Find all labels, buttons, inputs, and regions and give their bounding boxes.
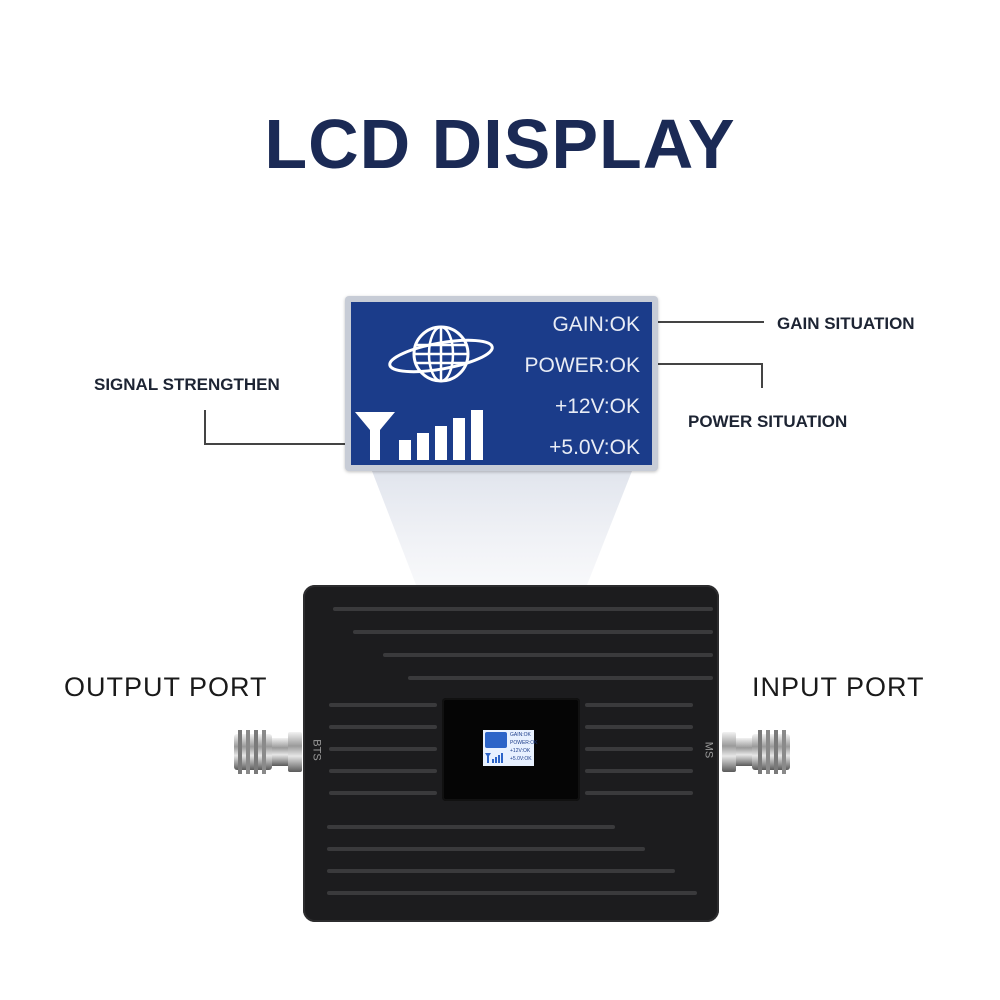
signal-strengthen-label: SIGNAL STRENGTHEN [94,375,280,394]
globe-icon [388,325,494,383]
input-port-label: INPUT PORT [752,672,925,702]
lcd-power-status: POWER:OK [524,354,640,377]
lcd-panel-screen: GAIN:OK POWER:OK +12V:OK +5.0V:OK [351,302,652,465]
output-port-label: OUTPUT PORT [64,672,268,702]
device-lcd-power: POWER:OK [510,740,538,746]
device-lcd-signal-icon [485,753,503,763]
ms-label: MS [702,741,715,759]
gain-situation-label: GAIN SITUATION [777,314,915,333]
device-lcd-globe-icon [485,732,507,748]
device-lcd-gain: GAIN:OK [510,732,531,738]
light-beam [372,471,632,590]
power-situation-label: POWER SITUATION [688,412,848,431]
lcd-gain-status: GAIN:OK [552,313,640,336]
device-lcd-12v: +12V:OK [510,748,531,754]
lcd-12v-status: +12V:OK [554,395,640,418]
device-lcd-screen: GAIN:OK POWER:OK +12V:OK +5.0V:OK [483,730,538,766]
input-port-connector [722,730,790,774]
device-lcd-5v: +5.0V:OK [510,756,532,762]
power-connector-line [650,363,763,388]
signal-connector-line [204,410,358,445]
page-title: LCD DISPLAY [264,105,736,183]
output-port-connector [234,730,302,774]
antenna-signal-bars-icon [355,410,483,460]
lcd-5v-status: +5.0V:OK [549,436,640,459]
bts-label: BTS [310,739,323,761]
